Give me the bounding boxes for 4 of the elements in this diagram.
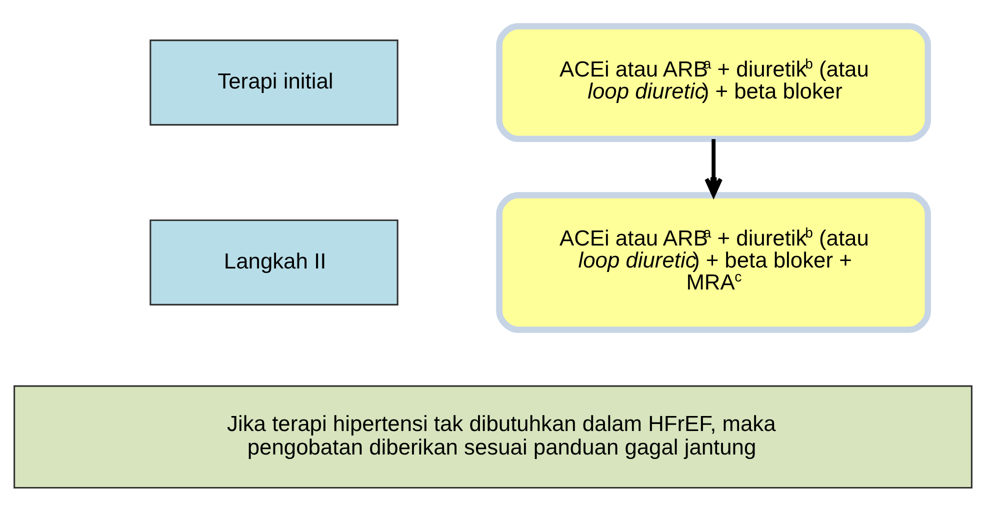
arrow <box>704 138 723 196</box>
node-box: Jika terapi hipertensi tak dibutuhkan dalam HFrEF, maka pengobatan diberikan sesuai panduan gagal jantung <box>14 384 972 488</box>
node-box: Terapi initial <box>150 39 398 126</box>
node-box: Langkah II <box>150 218 398 305</box>
